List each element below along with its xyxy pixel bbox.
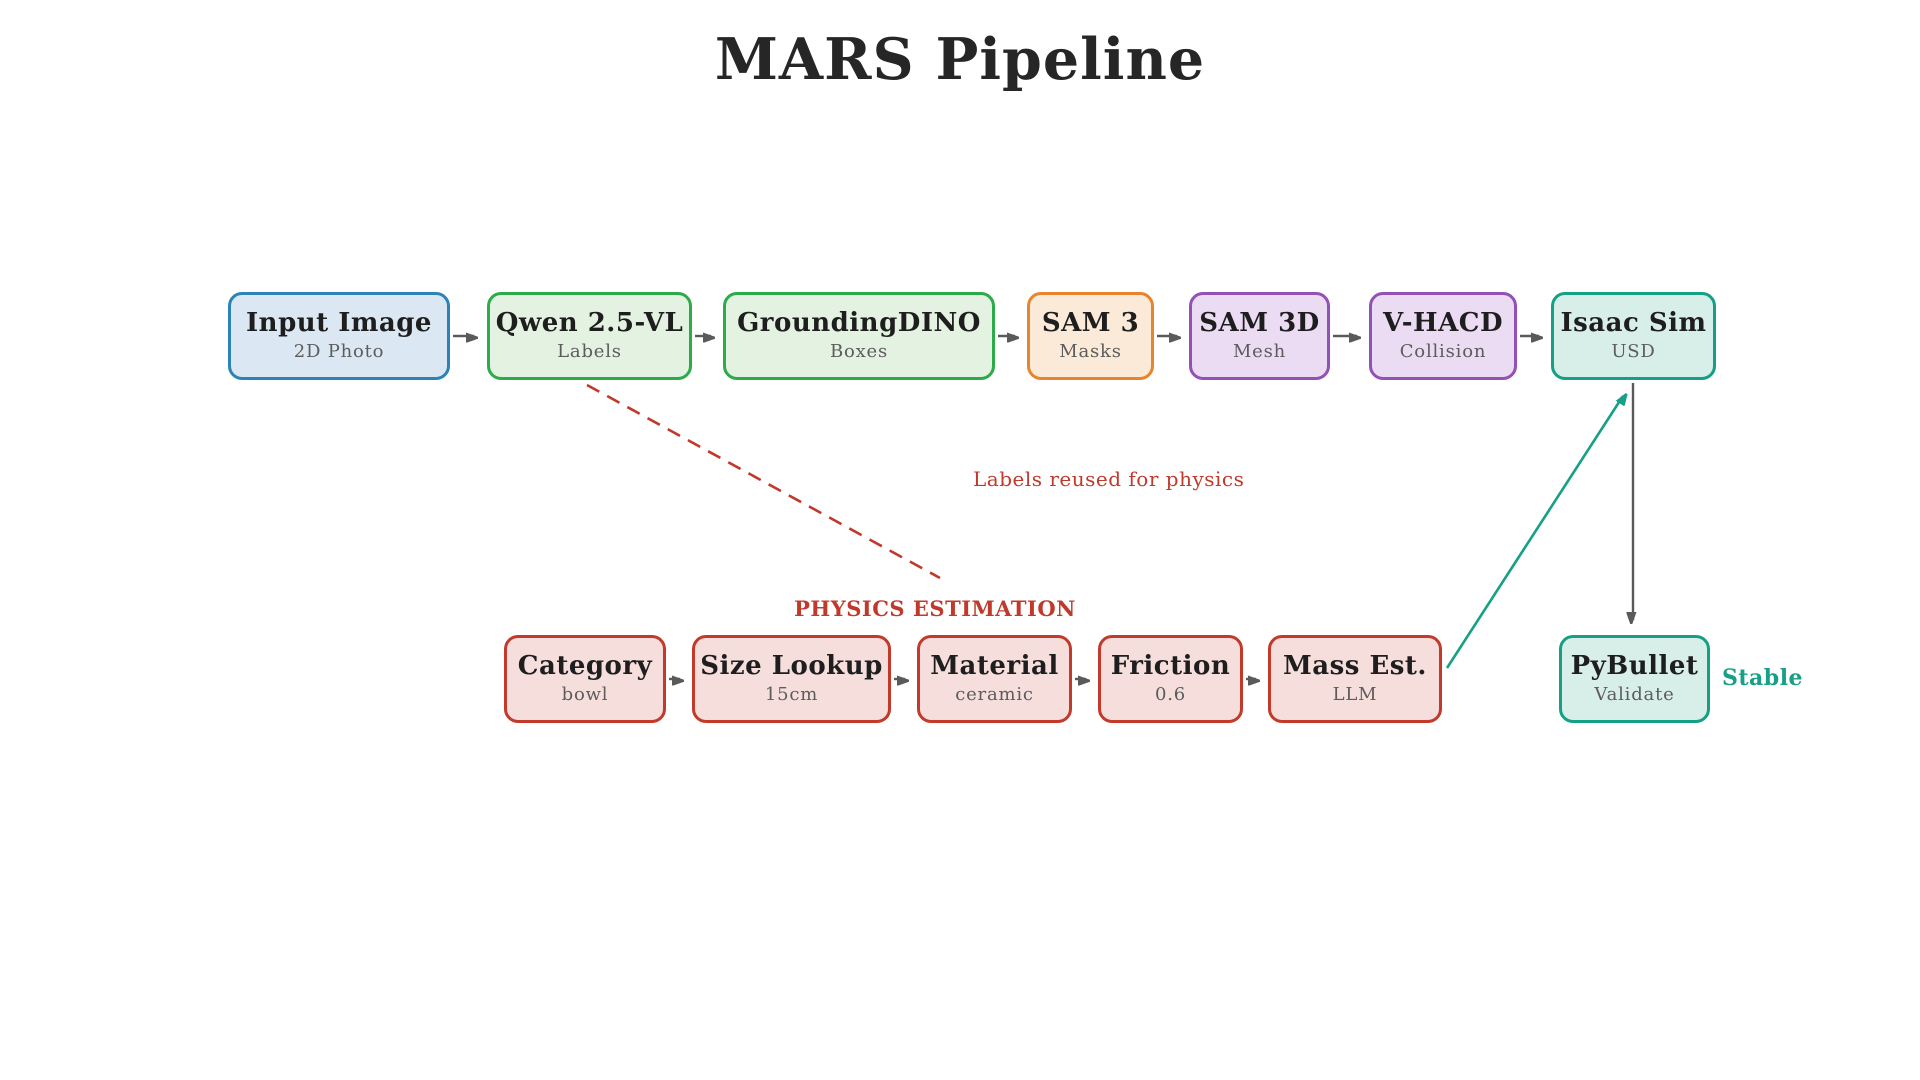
node-title: Isaac Sim — [1560, 308, 1707, 339]
node-subtitle: 2D Photo — [293, 341, 385, 363]
node-input-image: Input Image 2D Photo — [228, 292, 450, 380]
node-sam3: SAM 3 Masks — [1027, 292, 1154, 380]
node-subtitle: 15cm — [764, 684, 819, 706]
node-title: Material — [930, 651, 1059, 682]
node-title: Input Image — [246, 308, 432, 339]
node-friction: Friction 0.6 — [1098, 635, 1243, 723]
node-title: SAM 3 — [1041, 308, 1140, 339]
node-title: Friction — [1110, 651, 1231, 682]
node-title: Size Lookup — [700, 651, 883, 682]
arrow-massest-to-isaacsim — [1445, 396, 1623, 669]
node-subtitle: Validate — [1594, 684, 1675, 706]
physics-section-label: PHYSICS ESTIMATION — [794, 596, 1076, 621]
dashed-line-labels-reused — [586, 383, 941, 580]
node-subtitle: Collision — [1399, 341, 1487, 363]
node-title: Qwen 2.5-VL — [495, 308, 684, 339]
page-title: MARS Pipeline — [714, 26, 1206, 93]
node-subtitle: LLM — [1332, 684, 1378, 706]
stable-status-label: Stable — [1722, 665, 1804, 691]
node-pybullet: PyBullet Validate — [1559, 635, 1710, 723]
node-title: PyBullet — [1570, 651, 1699, 682]
node-subtitle: 0.6 — [1154, 684, 1187, 706]
node-title: SAM 3D — [1199, 308, 1320, 339]
node-title: GroundingDINO — [737, 308, 981, 339]
node-subtitle: USD — [1611, 341, 1656, 363]
node-subtitle: Masks — [1059, 341, 1122, 363]
node-subtitle: Boxes — [829, 341, 889, 363]
node-subtitle: bowl — [561, 684, 609, 706]
node-vhacd: V-HACD Collision — [1369, 292, 1517, 380]
annotation-labels-reused: Labels reused for physics — [973, 467, 1245, 491]
node-category: Category bowl — [504, 635, 666, 723]
node-sam3d: SAM 3D Mesh — [1189, 292, 1330, 380]
node-subtitle: ceramic — [955, 684, 1034, 706]
node-title: V-HACD — [1382, 308, 1504, 339]
node-qwen: Qwen 2.5-VL Labels — [487, 292, 692, 380]
node-title: Category — [517, 651, 653, 682]
node-mass-est: Mass Est. LLM — [1268, 635, 1442, 723]
node-subtitle: Labels — [557, 341, 622, 363]
node-material: Material ceramic — [917, 635, 1072, 723]
node-size-lookup: Size Lookup 15cm — [692, 635, 891, 723]
node-subtitle: Mesh — [1232, 341, 1287, 363]
node-title: Mass Est. — [1283, 651, 1427, 682]
node-groundingdino: GroundingDINO Boxes — [723, 292, 995, 380]
node-isaac-sim: Isaac Sim USD — [1551, 292, 1716, 380]
